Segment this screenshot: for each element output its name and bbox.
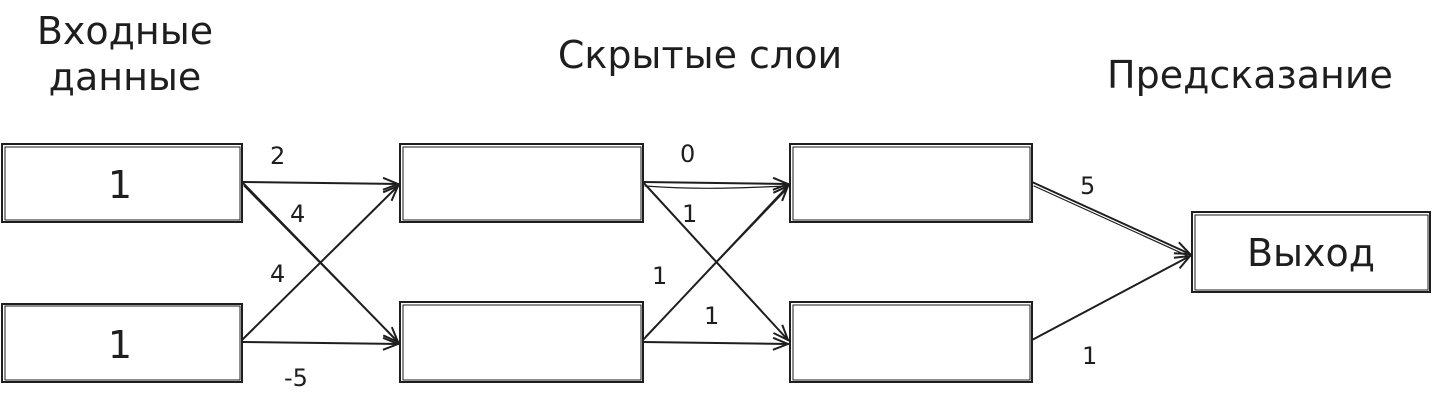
input-node-bottom bbox=[1, 303, 243, 383]
weight-h1-bottom-h2-bottom: 1 bbox=[704, 302, 719, 330]
weight-in-bottom-h1-bottom: -5 bbox=[284, 364, 308, 392]
input-heading-line2: данные bbox=[48, 55, 202, 99]
weight-h2-top-out: 5 bbox=[1080, 172, 1095, 200]
edge-h1-bottom-h2-bottom bbox=[642, 342, 788, 344]
edge-h2-top-out bbox=[1031, 181, 1190, 254]
weight-h1-bottom-h2-top: 1 bbox=[652, 262, 667, 290]
hidden1-node-top bbox=[399, 143, 644, 223]
weight-h1-top-h2-bottom: 1 bbox=[682, 200, 697, 228]
edge-in-top-h1-top bbox=[241, 182, 398, 184]
weight-in-top-h1-bottom: 4 bbox=[290, 200, 305, 228]
edge-h2-bottom-out bbox=[1031, 256, 1190, 341]
weight-in-top-h1-top: 2 bbox=[270, 142, 285, 170]
edge-in-bottom-h1-top bbox=[241, 186, 398, 341]
input-node-bottom-label: 1 bbox=[108, 323, 132, 367]
edge-h1-top-h2-top bbox=[642, 182, 788, 184]
input-heading-line1: Входные bbox=[36, 9, 214, 53]
hidden1-node-bottom bbox=[399, 301, 644, 383]
input-heading: Входные данные bbox=[20, 8, 230, 100]
input-node-top bbox=[1, 143, 243, 223]
input-node-top-label: 1 bbox=[108, 163, 132, 207]
prediction-heading: Предсказание bbox=[1107, 53, 1393, 97]
output-node-label: Выход bbox=[1247, 231, 1375, 275]
output-node bbox=[1191, 211, 1431, 293]
hidden-layers-heading: Скрытые слои bbox=[557, 33, 843, 77]
edge-in-bottom-h1-bottom bbox=[241, 342, 398, 344]
weight-h1-top-h2-top: 0 bbox=[680, 140, 695, 168]
weight-in-bottom-h1-top: 4 bbox=[270, 260, 285, 288]
weight-h2-bottom-out: 1 bbox=[1082, 342, 1097, 370]
hidden2-node-bottom bbox=[789, 301, 1033, 383]
hidden2-node-top bbox=[789, 143, 1033, 223]
